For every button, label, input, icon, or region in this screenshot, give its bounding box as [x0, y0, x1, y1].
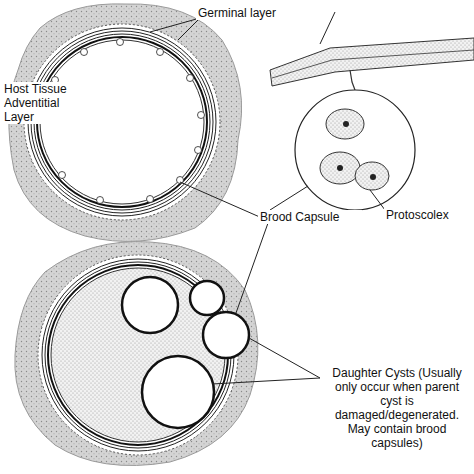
layer-label: Germinal layer — [196, 6, 310, 20]
part-label: Protoscolex — [384, 208, 468, 222]
part-label: Brood Capsule — [258, 210, 362, 224]
layer-label: Host Tissue Adventitial Layer — [2, 82, 82, 124]
note-label: Daughter Cysts (Usually only occur when … — [322, 366, 472, 450]
